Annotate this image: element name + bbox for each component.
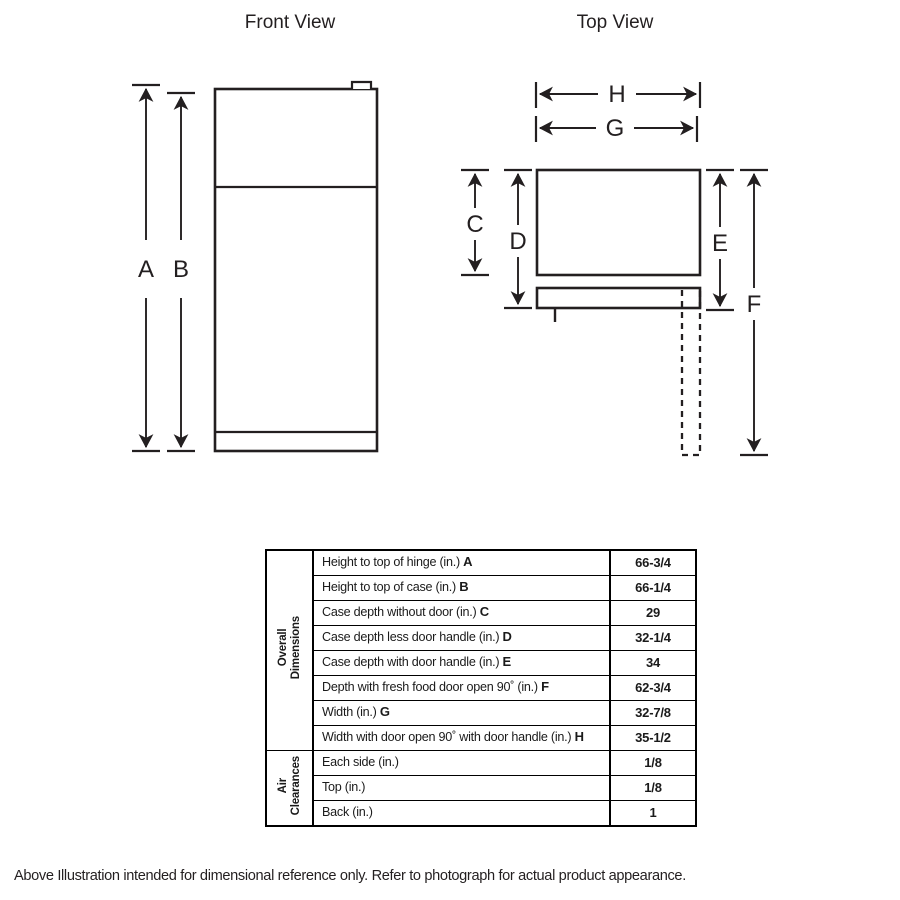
table-row: Back (in.)1 [266, 800, 697, 827]
dimension-key-letter: G [379, 704, 390, 720]
table-cell-value: 66-1/4 [609, 575, 697, 601]
dimension-drawing: A B H G C [132, 80, 768, 457]
table-cell-value: 62-3/4 [609, 675, 697, 701]
table-cell-label: Case depth without door (in.) C [312, 600, 611, 626]
table-cell-label: Depth with fresh food door open 90˚ (in.… [312, 675, 611, 701]
dimension-key-letter: H [574, 729, 584, 745]
table-cell-value: 32-1/4 [609, 625, 697, 651]
front-cabinet-outline [213, 87, 379, 453]
illustration-disclaimer: Above Illustration intended for dimensio… [14, 868, 686, 884]
table-cell-label: Width (in.) G [312, 700, 611, 726]
table-cell-label: Height to top of hinge (in.) A [312, 549, 611, 576]
table-cell-value: 32-7/8 [609, 700, 697, 726]
table-cell-label: Width with door open 90˚ with door handl… [312, 725, 611, 751]
dimension-h-group: H [534, 81, 702, 108]
dimension-c-label: C [466, 211, 483, 238]
table-cell-value: 35-1/2 [609, 725, 697, 751]
dimension-d-group: D [504, 168, 532, 310]
dimension-key-letter: F [541, 679, 549, 695]
dimension-e-group: E [706, 168, 734, 312]
table-group-label-text: Air Clearances [276, 755, 302, 816]
top-case-outline [535, 168, 702, 277]
table-row: Top (in.)1/8 [266, 775, 697, 801]
dimension-c-group: C [461, 168, 489, 277]
top-view-cabinet [535, 168, 702, 457]
dimension-f-label: F [747, 291, 762, 318]
dimension-key-letter: D [502, 629, 512, 645]
table-cell-label: Case depth with door handle (in.) E [312, 650, 611, 676]
table-cell-label: Each side (in.) [312, 750, 611, 776]
table-cell-value: 1/8 [609, 750, 697, 776]
table-group-label: Air Clearances [265, 750, 314, 827]
dimension-key-letter: C [479, 604, 489, 620]
table-cell-value: 34 [609, 650, 697, 676]
table-group-label: Overall Dimensions [265, 549, 314, 751]
dimension-d-label: D [509, 228, 526, 255]
dimension-key-letter: B [459, 579, 469, 595]
table-cell-value: 1 [609, 800, 697, 827]
dimension-h-label: H [608, 81, 625, 108]
dimension-a-label: A [138, 256, 154, 283]
dimension-g-group: G [534, 115, 699, 142]
table-cell-label: Case depth less door handle (in.) D [312, 625, 611, 651]
dimension-a-group: A [132, 83, 160, 453]
table-group-label-text: Overall Dimensions [276, 616, 302, 680]
table-row: Width with door open 90˚ with door handl… [266, 725, 697, 751]
front-top-hinge-tab [350, 80, 373, 89]
table-cell-value: 66-3/4 [609, 549, 697, 576]
dimension-b-label: B [173, 256, 189, 283]
top-door-open-dashed-outline [680, 290, 702, 457]
dimension-b-group: B [167, 91, 195, 453]
top-door-bar [535, 286, 702, 310]
front-view-title: Front View [244, 12, 336, 33]
table-cell-label: Height to top of case (in.) B [312, 575, 611, 601]
dimension-f-group: F [740, 168, 768, 457]
table-row: Air Clearances Each side (in.)1/8 [265, 750, 697, 827]
table-cell-value: 1/8 [609, 775, 697, 801]
dimensions-spec-table: Overall Dimensions Height to top of hinge… [265, 549, 697, 827]
dimension-e-label: E [712, 230, 728, 257]
dimension-key-letter: A [463, 554, 473, 570]
front-view-cabinet [213, 80, 379, 453]
table-cell-value: 29 [609, 600, 697, 626]
table-cell-label: Top (in.) [312, 775, 611, 801]
table-cell-label: Back (in.) [312, 800, 611, 827]
top-view-title: Top View [576, 12, 654, 33]
dimension-key-letter: E [502, 654, 512, 670]
dimension-g-label: G [606, 115, 625, 142]
table-row: Overall Dimensions Height to top of hinge… [265, 549, 697, 751]
table-row: Depth with fresh food door open 90˚ (in.… [266, 675, 697, 701]
